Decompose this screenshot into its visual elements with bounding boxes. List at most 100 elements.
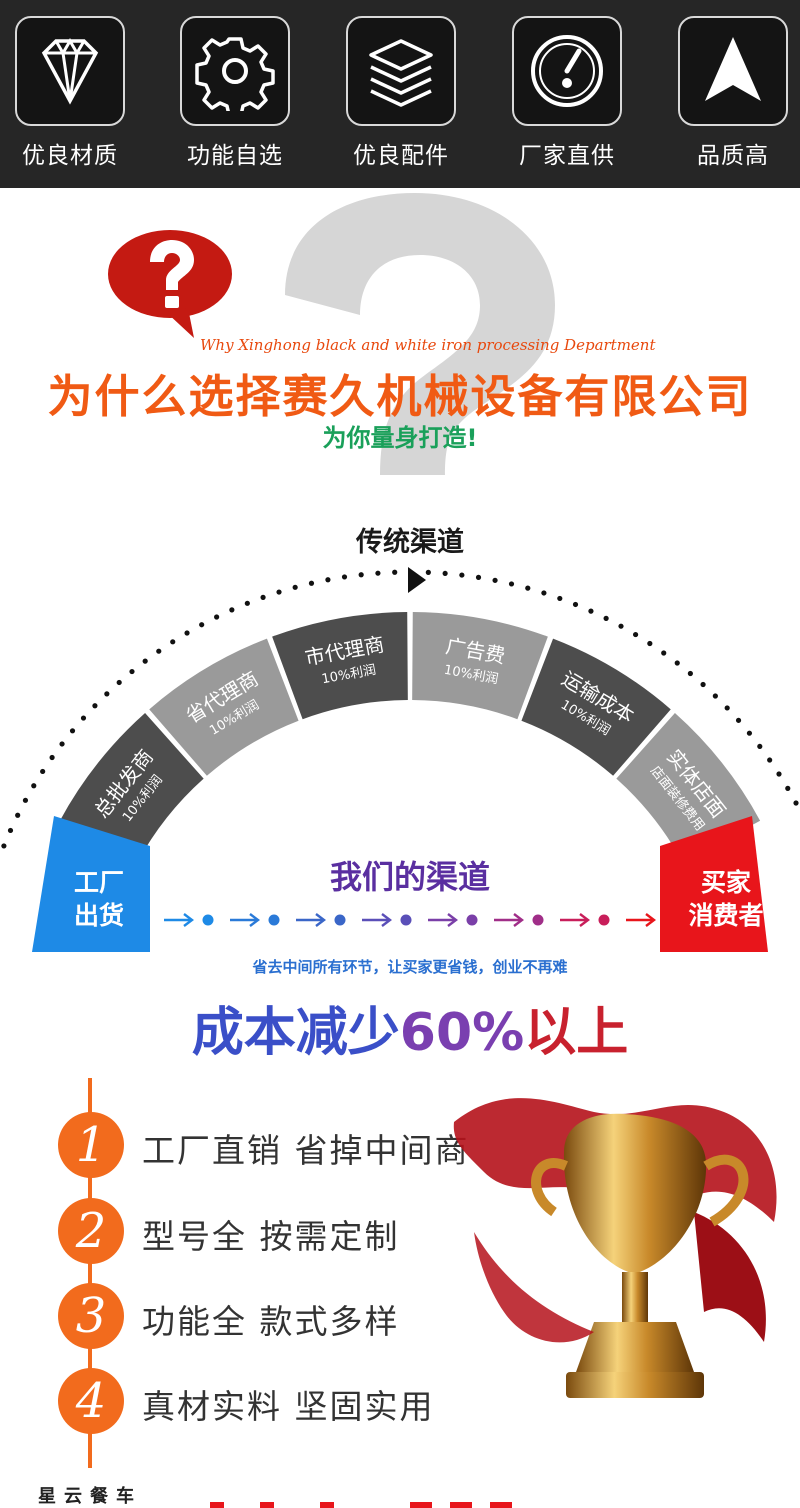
advantage-number: 1 <box>58 1112 124 1178</box>
feature-item-parts: 优良配件 <box>346 16 456 176</box>
advantage-number: 4 <box>58 1368 124 1434</box>
arc-dot <box>700 681 706 688</box>
arc-dot <box>92 703 98 709</box>
advantage-text: 工厂直销 省掉中间商 <box>142 1131 470 1170</box>
feature-label: 品质高 <box>697 143 769 169</box>
arc-dot <box>767 757 773 763</box>
advantage-item: 3 功能全 款式多样 <box>58 1283 538 1353</box>
channel-segment <box>149 638 299 776</box>
arc-dot <box>793 800 799 806</box>
page-title: 为什么选择赛久机械设备有限公司 <box>47 370 753 423</box>
flow-dot <box>268 914 280 926</box>
arc-dot <box>358 572 364 578</box>
arc-dot <box>292 584 298 590</box>
advantage-text: 真材实料 坚固实用 <box>142 1387 435 1426</box>
arc-dot <box>525 585 531 591</box>
flow-arrow-head <box>513 913 524 927</box>
flow-dot <box>466 914 478 926</box>
flow-arrow-head <box>579 913 590 927</box>
arc-dot <box>308 580 315 586</box>
arc-dot <box>632 631 639 638</box>
factory-label: 工厂 出货 <box>73 868 124 930</box>
arc-dot <box>59 741 65 747</box>
our-channel-flow <box>164 913 656 927</box>
feature-label: 功能自选 <box>187 143 283 169</box>
flow-dot <box>202 914 214 926</box>
advantage-item: 4 真材实料 坚固实用 <box>58 1368 538 1438</box>
flow-arrow-head <box>381 913 392 927</box>
flow-arrow-head <box>249 913 260 927</box>
our-channel-label: 我们的渠道 <box>329 858 490 896</box>
arrow-up-icon <box>705 37 761 101</box>
flow-dot <box>400 914 412 926</box>
arc-dot <box>69 728 76 734</box>
footer-brand: 星云餐车 <box>38 1486 142 1507</box>
arc-dot <box>276 589 282 595</box>
advantage-text: 功能全 款式多样 <box>142 1302 400 1341</box>
arc-dot <box>31 783 37 789</box>
feature-label: 优良材质 <box>22 143 118 169</box>
arc-dot <box>459 572 465 578</box>
arc-dot <box>776 771 782 777</box>
arc-dot <box>260 594 266 600</box>
arc-dot <box>375 570 381 576</box>
channel-segment <box>412 612 548 720</box>
buyer-label: 买家 消费者 <box>688 868 764 930</box>
arc-dot <box>199 622 205 628</box>
arc-dot <box>392 569 398 575</box>
feature-bar: 优良材质 功能自选 优良配件 <box>0 0 800 188</box>
arc-dot <box>746 730 753 736</box>
question-mark-icon <box>150 240 194 308</box>
flow-dot <box>532 914 544 926</box>
arc-dot <box>80 715 87 721</box>
advantage-item: 1 工厂直销 省掉中间商 <box>58 1112 538 1182</box>
buyer-box <box>660 816 768 952</box>
arc-dot <box>184 630 190 636</box>
arc-dot <box>492 577 498 583</box>
flow-arrow-head <box>183 913 194 927</box>
feature-item-quality: 品质高 <box>678 16 788 176</box>
feature-item-direct: 厂家直供 <box>512 16 622 176</box>
diamond-icon <box>41 38 99 105</box>
arc-dot <box>7 827 14 834</box>
trophy-image <box>453 1098 777 1398</box>
layers-icon <box>369 39 433 107</box>
flow-arrow-head <box>315 913 326 927</box>
arc-dot <box>229 607 235 613</box>
arc-dot <box>325 577 331 583</box>
arc-dot <box>757 743 763 750</box>
arc-dot <box>1 843 7 849</box>
arc-dot <box>588 608 594 614</box>
arc-dot <box>425 569 431 575</box>
channel-diagram: 总批发商10%利润省代理商10%利润市代理商10%利润广告费10%利润运输成本1… <box>1 567 799 952</box>
advantage-text: 型号全 按需定制 <box>142 1217 400 1256</box>
channel-segment <box>272 612 408 720</box>
feature-tile <box>346 16 456 126</box>
arc-dot <box>104 691 110 697</box>
arc-dot <box>116 679 122 686</box>
arc-dot <box>661 650 667 656</box>
flow-arrow-head <box>447 913 458 927</box>
arc-dot <box>735 717 742 723</box>
feature-item-material: 优良材质 <box>15 16 125 176</box>
arc-dot <box>687 670 693 677</box>
arc-dot <box>712 693 718 699</box>
arc-dot <box>724 705 730 711</box>
arc-dot <box>156 648 162 654</box>
cost-reduction-headline: 成本减少60%以上 <box>191 1003 629 1063</box>
arc-dot <box>22 797 29 803</box>
arc-dot <box>647 640 653 647</box>
feature-label: 厂家直供 <box>519 143 615 169</box>
arc-dot <box>674 660 680 666</box>
arc-dot <box>15 812 21 818</box>
feature-tile <box>180 16 290 126</box>
arc-dot <box>785 785 791 791</box>
arc-dot <box>618 623 624 629</box>
question-bubble <box>108 230 232 338</box>
arc-dot <box>572 601 579 608</box>
feature-item-function: 功能自选 <box>180 16 290 176</box>
arc-dot <box>541 590 547 596</box>
arc-dot <box>557 595 563 602</box>
factory-box <box>32 816 150 952</box>
page-subtitle: 为你量身打造! <box>322 424 478 452</box>
